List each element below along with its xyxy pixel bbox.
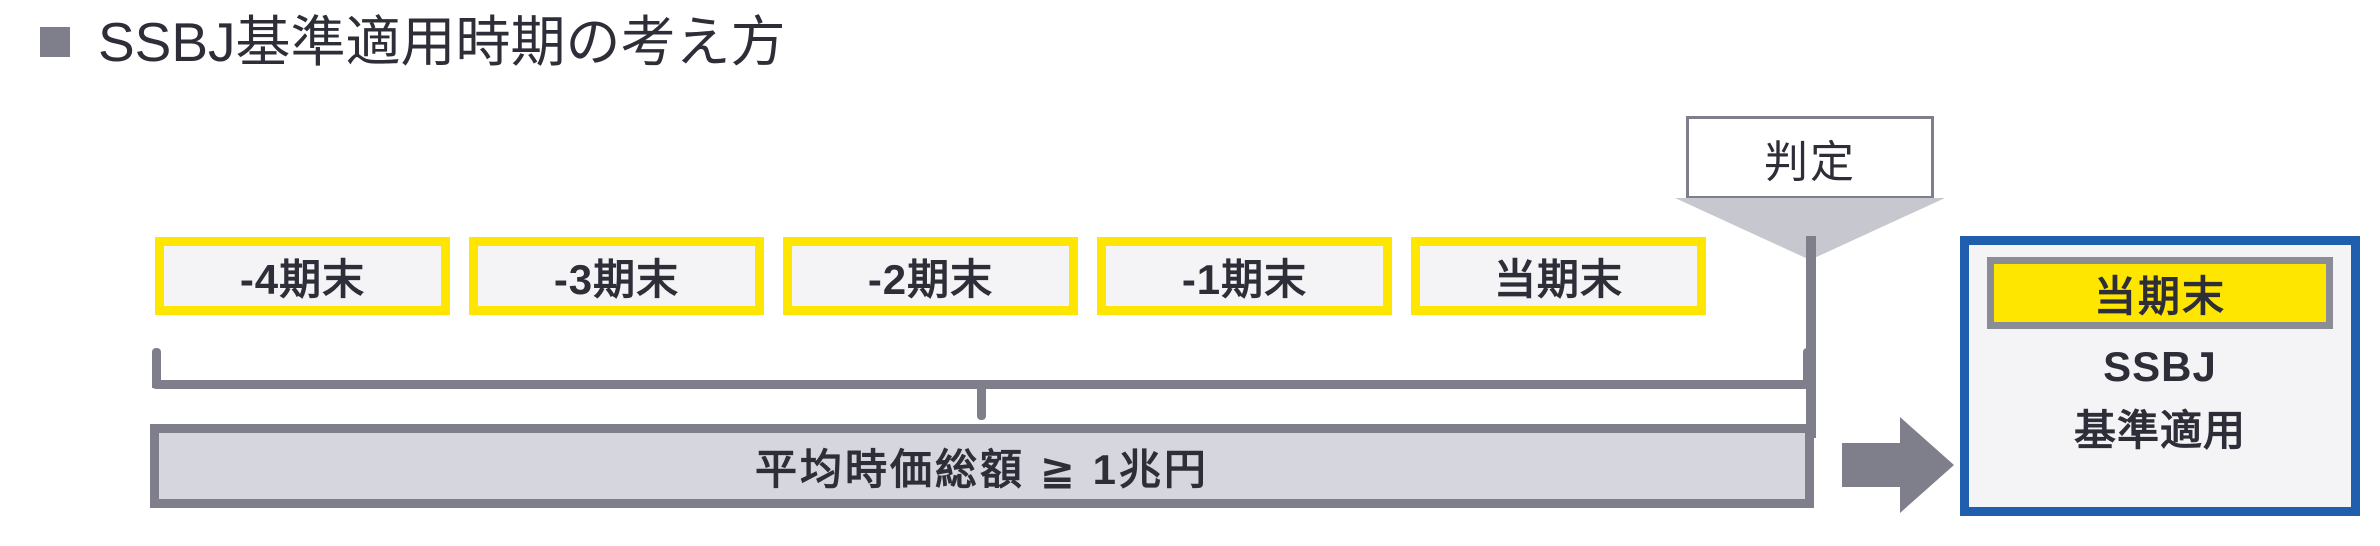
period-box-inner: -3期末 bbox=[478, 246, 755, 306]
result-standard-name: SSBJ bbox=[2103, 343, 2217, 390]
brace-left-cap bbox=[152, 348, 161, 388]
square-bullet-icon bbox=[40, 27, 70, 58]
period-label: -2期末 bbox=[867, 255, 994, 303]
period-label: -1期末 bbox=[1181, 255, 1308, 303]
result-period-label: 当期末 bbox=[2093, 272, 2226, 320]
period-box-inner: -4期末 bbox=[164, 246, 441, 306]
period-box-inner: 当期末 bbox=[1420, 246, 1697, 306]
period-label: 当期末 bbox=[1493, 255, 1623, 303]
result-box: 当期末 SSBJ 基準適用 bbox=[1960, 236, 2360, 516]
period-label: -4期末 bbox=[239, 255, 366, 303]
period-label: -3期末 bbox=[553, 255, 680, 303]
period-box[interactable]: -2期末 bbox=[783, 237, 1078, 315]
brace-line bbox=[152, 380, 1812, 389]
right-block-arrow-icon bbox=[1838, 405, 1958, 525]
result-standard-action: 基準適用 bbox=[2073, 407, 2246, 454]
period-box[interactable]: -4期末 bbox=[155, 237, 450, 315]
judgment-label: 判定 bbox=[1764, 137, 1856, 187]
judgment-connector-line bbox=[1806, 236, 1816, 438]
period-box[interactable]: -3期末 bbox=[469, 237, 764, 315]
page-title-text: SSBJ基準適用時期の考え方 bbox=[98, 11, 786, 73]
criteria-bar-label: 平均時価総額 ≧ 1兆円 bbox=[755, 445, 1209, 493]
period-box[interactable]: -1期末 bbox=[1097, 237, 1392, 315]
judgment-callout: 判定 bbox=[1686, 116, 1934, 199]
period-box[interactable]: 当期末 bbox=[1411, 237, 1706, 315]
result-period-highlight: 当期末 bbox=[1987, 257, 2333, 329]
criteria-bar: 平均時価総額 ≧ 1兆円 bbox=[150, 424, 1814, 508]
page-title: SSBJ基準適用時期の考え方 bbox=[40, 12, 786, 73]
brace-center-tick bbox=[977, 386, 986, 420]
brace-right-cap bbox=[1803, 348, 1812, 388]
period-box-inner: -2期末 bbox=[792, 246, 1069, 306]
horizontal-brace-icon bbox=[152, 334, 1812, 420]
timeline-periods: -4期末 -3期末 -2期末 -1期末 当期末 bbox=[155, 237, 1706, 315]
period-box-inner: -1期末 bbox=[1106, 246, 1383, 306]
